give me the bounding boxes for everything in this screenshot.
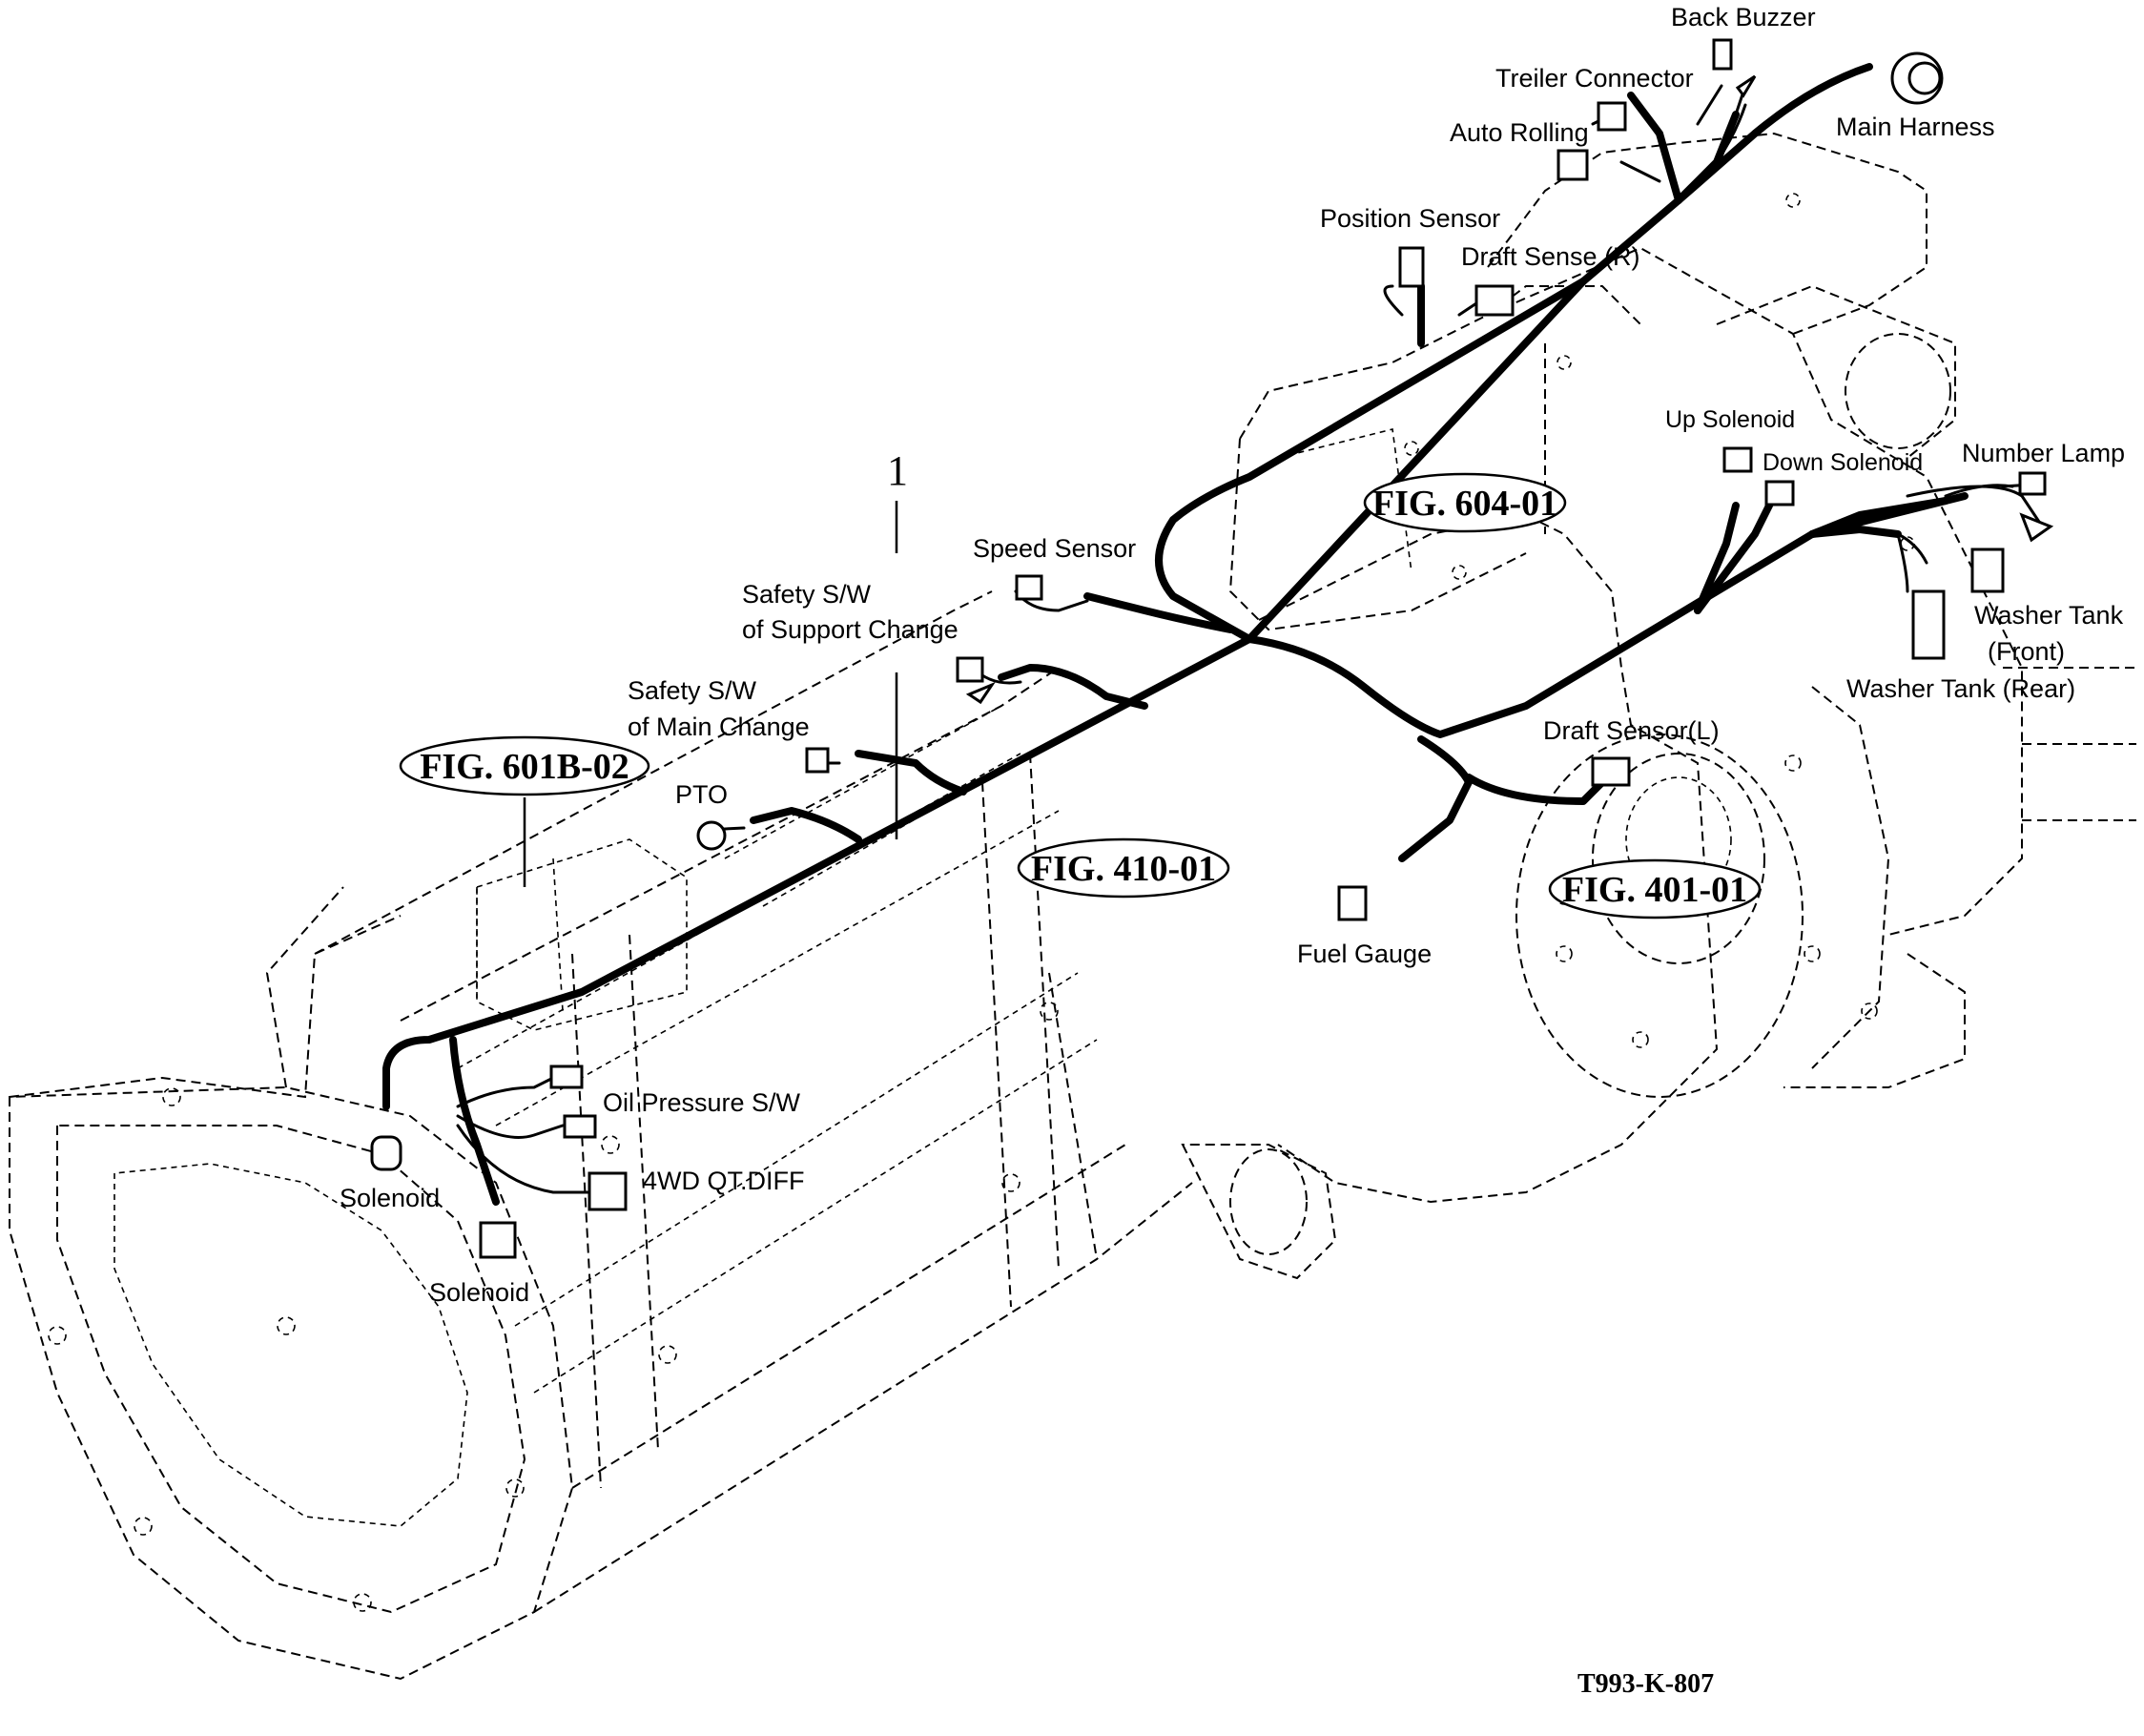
draft-sense-r-connector-icon <box>1474 284 1515 317</box>
label-treiler-connector: Treiler Connector <box>1495 64 1694 93</box>
label-draft-sense-r: Draft Sense (R) <box>1461 242 1640 271</box>
label-solenoid-2: Solenoid <box>429 1278 529 1307</box>
number-lamp-connector-icon <box>2018 471 2047 496</box>
label-down-solenoid: Down Solenoid <box>1763 449 1923 476</box>
fuel-gauge-connector-icon <box>1337 885 1368 921</box>
oil-pressure-sw-connector-icon-2 <box>563 1114 597 1139</box>
safety-sw-support-connector-icon <box>956 656 984 683</box>
washer-tank-front-connector-icon <box>1970 548 2005 593</box>
up-solenoid-connector-icon <box>1722 446 1753 473</box>
label-auto-rolling: Auto Rolling <box>1450 118 1589 147</box>
label-back-buzzer: Back Buzzer <box>1671 3 1816 31</box>
label-safety-sw-main-1: Safety S/W <box>628 676 757 705</box>
treiler-connector-icon <box>1597 101 1627 132</box>
label-speed-sensor: Speed Sensor <box>973 534 1136 563</box>
label-main-harness: Main Harness <box>1836 113 1995 141</box>
component-labels: Back Buzzer Treiler Connector Main Harne… <box>340 3 2125 1307</box>
label-washer-tank-front-1: Washer Tank <box>1974 601 2124 630</box>
label-position-sensor: Position Sensor <box>1320 204 1500 233</box>
label-4wd-qt-diff: 4WD QT.DIFF <box>643 1167 805 1195</box>
label-number-lamp: Number Lamp <box>1962 439 2125 467</box>
leader-lines <box>523 501 898 887</box>
fwd-qt-diff-connector-icon <box>588 1171 628 1211</box>
down-solenoid-connector-icon <box>1764 480 1795 506</box>
fig-604-label: FIG. 604-01 <box>1372 484 1557 524</box>
washer-tank-rear-connector-icon <box>1911 589 1946 660</box>
connectors <box>370 38 2054 1259</box>
back-buzzer-icon <box>1712 38 1733 71</box>
position-sensor-connector-icon <box>1398 246 1425 288</box>
part-number-callout: 1 <box>887 447 908 494</box>
label-oil-pressure-sw: Oil Pressure S/W <box>603 1088 801 1117</box>
fig-601b-label: FIG. 601B-02 <box>420 747 629 787</box>
figure-references: FIG. 604-01 FIG. 601B-02 FIG. 410-01 FIG… <box>399 472 1762 920</box>
label-safety-sw-support-1: Safety S/W <box>742 580 872 609</box>
label-draft-sensor-l: Draft Sensor(L) <box>1543 716 1720 745</box>
transmission-housing-outline <box>9 132 2136 1681</box>
fig-401-label: FIG. 401-01 <box>1562 870 1747 910</box>
solenoid-connector-icon-2 <box>479 1221 517 1259</box>
label-up-solenoid: Up Solenoid <box>1665 406 1795 433</box>
speed-sensor-connector-icon <box>1015 574 1043 601</box>
label-pto: PTO <box>675 780 728 809</box>
label-safety-sw-support-2: of Support Change <box>742 615 959 644</box>
safety-sw-main-connector-icon <box>805 747 830 774</box>
draft-sensor-l-connector-icon <box>1591 756 1631 787</box>
label-solenoid-1: Solenoid <box>340 1184 440 1212</box>
drawing-code: T993-K-807 <box>1577 1669 1714 1699</box>
label-washer-tank-front-2: (Front) <box>1988 637 2065 666</box>
main-harness-trunk <box>382 63 1969 1206</box>
label-safety-sw-main-2: of Main Change <box>628 713 810 741</box>
oil-pressure-sw-connector-icon-1 <box>549 1064 584 1089</box>
pto-connector-icon <box>696 820 727 851</box>
label-washer-tank-rear: Washer Tank (Rear) <box>1846 674 2075 703</box>
auto-rolling-connector-icon <box>1556 149 1589 181</box>
label-fuel-gauge: Fuel Gauge <box>1297 940 1432 968</box>
fig-410-label: FIG. 410-01 <box>1031 849 1216 889</box>
solenoid-connector-icon-1 <box>370 1135 402 1171</box>
